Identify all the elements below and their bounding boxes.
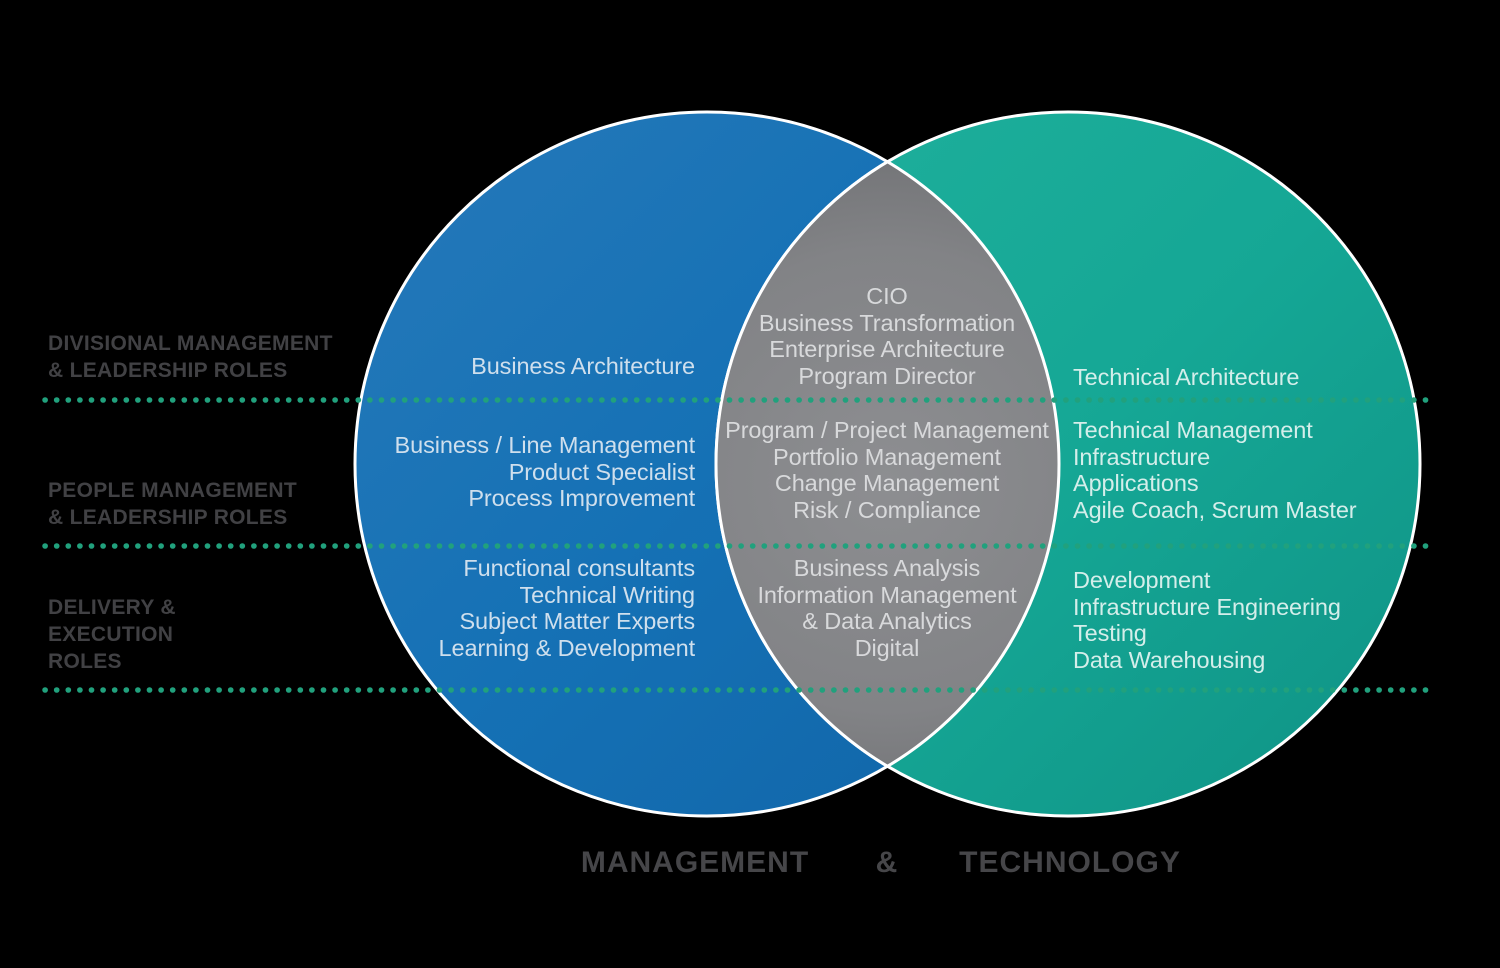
row-label-delivery-execution: DELIVERY & EXECUTION ROLES (48, 596, 176, 673)
footer-management-title: MANAGEMENT (580, 846, 810, 879)
overlap-people-roles: Program / Project Management Portfolio M… (725, 417, 1049, 523)
management-delivery-roles: Functional consultants Technical Writing… (438, 555, 696, 661)
technology-divisional-roles: Technical Architecture (1073, 364, 1300, 390)
row-label-divisional-management: DIVISIONAL MANAGEMENT & LEADERSHIP ROLES (48, 332, 333, 382)
overlap-delivery-roles: Business Analysis Information Management… (757, 555, 1017, 661)
management-people-roles: Business / Line Management Product Speci… (394, 432, 696, 511)
footer-ampersand: & (875, 846, 899, 879)
footer-technology-title: TECHNOLOGY (959, 846, 1181, 879)
row-label-people-management: PEOPLE MANAGEMENT & LEADERSHIP ROLES (48, 479, 297, 529)
overlap-divisional-roles: CIO Business Transformation Enterprise A… (758, 283, 1016, 389)
overlap-lens-left-edge (716, 112, 1061, 816)
management-divisional-roles: Business Architecture (471, 353, 695, 379)
technology-delivery-roles: Development Infrastructure Engineering T… (1073, 567, 1341, 673)
overlap-lens (714, 112, 1059, 816)
technology-people-roles: Technical Management Infrastructure Appl… (1073, 417, 1357, 523)
